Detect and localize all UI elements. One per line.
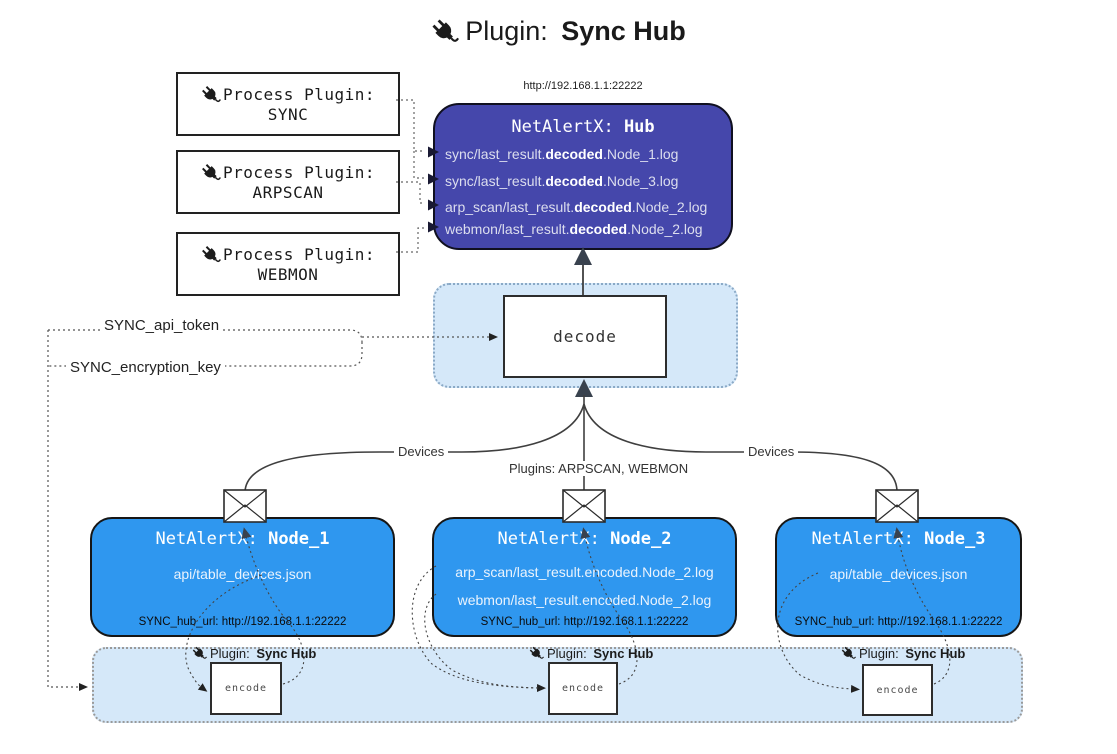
process-plugin-name: SYNC (267, 104, 309, 124)
hub-log-line: sync/last_result.decoded.Node_1.log (445, 146, 679, 162)
page-title-bold: Sync Hub (561, 16, 686, 46)
process-plugin-label: Process Plugin: (223, 163, 375, 182)
process-plugin-sync: Process Plugin: SYNC (176, 72, 400, 136)
decode-box: decode (503, 295, 667, 378)
plug-icon (201, 163, 221, 183)
hub-url: http://192.168.1.1:22222 (523, 80, 643, 92)
plug-icon (529, 646, 544, 661)
node-3-box: NetAlertX: Node_3 api/table_devices.json… (775, 517, 1022, 637)
encode-box-1: encode (210, 662, 282, 715)
sync-api-token-label: SYNC_api_token (100, 317, 224, 334)
hub-log-line: sync/last_result.decoded.Node_3.log (445, 173, 679, 189)
plugins-mid-label: Plugins: ARPSCAN, WEBMON (505, 461, 693, 476)
sync-encryption-key-label: SYNC_encryption_key (66, 359, 225, 376)
plug-icon (201, 85, 221, 105)
process-plugin-arpscan: Process Plugin: ARPSCAN (176, 150, 400, 214)
node-1-title: NetAlertX: Node_1 (155, 529, 330, 549)
process-plugin-webmon: Process Plugin: WEBMON (176, 232, 400, 296)
page-title-label: Plugin: (465, 16, 556, 46)
plug-icon (431, 18, 459, 46)
node-2-line: webmon/last_result.encoded.Node_2.log (457, 592, 712, 608)
plug-icon (192, 646, 207, 661)
node-1-line: api/table_devices.json (173, 566, 312, 582)
node-2-line: arp_scan/last_result.encoded.Node_2.log (455, 564, 714, 580)
process-plugin-label: Process Plugin: (223, 245, 375, 264)
plug-icon (201, 245, 221, 265)
process-plugin-name: WEBMON (257, 264, 319, 284)
bar-plugin-label-2: Plugin: Sync Hub (529, 646, 653, 661)
node-3-hub-url: SYNC_hub_url: http://192.168.1.1:22222 (794, 616, 1003, 628)
hub-title: NetAlertX: Hub (511, 117, 655, 137)
devices-left-label: Devices (394, 444, 449, 459)
bar-plugin-label-3: Plugin: Sync Hub (841, 646, 965, 661)
plug-icon (841, 646, 856, 661)
bar-plugin-label-1: Plugin: Sync Hub (192, 646, 316, 661)
encode-box-3: encode (862, 664, 933, 716)
node-2-box: NetAlertX: Node_2 arp_scan/last_result.e… (432, 517, 737, 637)
node-2-hub-url: SYNC_hub_url: http://192.168.1.1:22222 (480, 616, 689, 628)
encode-box-2: encode (548, 662, 618, 715)
node-1-hub-url: SYNC_hub_url: http://192.168.1.1:22222 (138, 616, 347, 628)
process-plugin-name: ARPSCAN (252, 182, 324, 202)
node-3-line: api/table_devices.json (829, 566, 968, 582)
node-1-box: NetAlertX: Node_1 api/table_devices.json… (90, 517, 395, 637)
process-plugin-label: Process Plugin: (223, 85, 375, 104)
devices-right-label: Devices (744, 444, 799, 459)
hub-log-line: arp_scan/last_result.decoded.Node_2.log (445, 199, 708, 215)
node-3-title: NetAlertX: Node_3 (811, 529, 986, 549)
hub-box: NetAlertX: Hub sync/last_result.decoded.… (433, 103, 733, 250)
hub-log-line: webmon/last_result.decoded.Node_2.log (445, 221, 703, 237)
page-title: Plugin: Sync Hub (0, 16, 1117, 47)
node-2-title: NetAlertX: Node_2 (497, 529, 672, 549)
